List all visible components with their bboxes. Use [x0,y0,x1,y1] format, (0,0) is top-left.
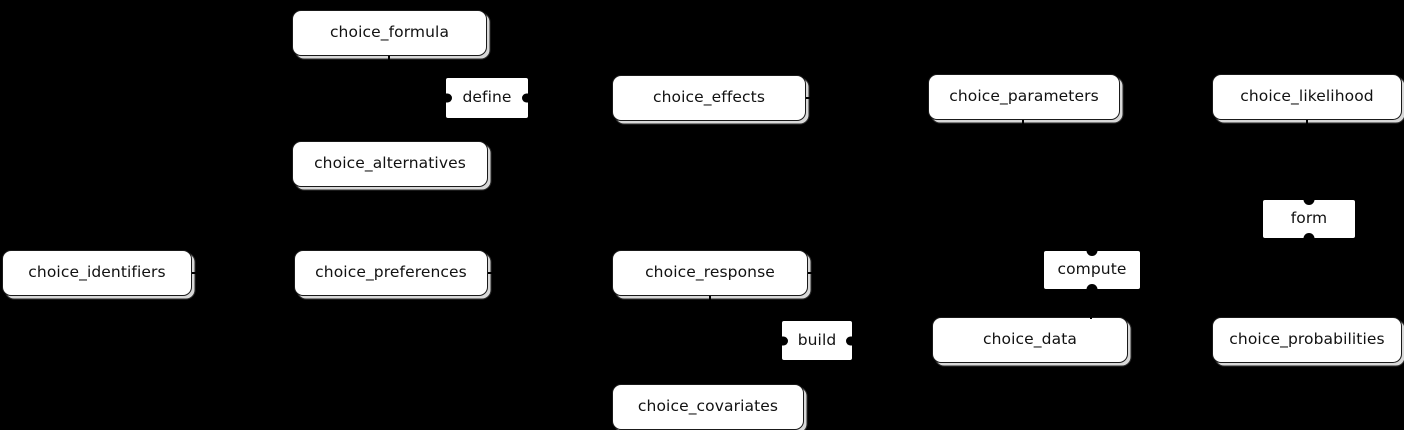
edge-connector [388,56,390,141]
edge-connector [709,360,711,384]
node-label: choice_alternatives [314,154,466,173]
node-choice_effects[interactable]: choice_effects [612,75,806,121]
edge-notch-right-icon [522,93,529,103]
edge-label-text: build [797,330,837,349]
node-label: choice_formula [329,23,450,42]
node-choice_parameters[interactable]: choice_parameters [928,74,1120,120]
edge-notch-right-icon [846,336,853,345]
edge-label-text: define [462,88,512,107]
node-label: choice_data [983,330,1077,349]
node-choice_probabilities[interactable]: choice_probabilities [1212,317,1402,363]
edge-connector [1306,120,1308,200]
edge-notch-bottom-icon [1086,284,1098,290]
edge-connector [709,296,711,321]
node-label: choice_effects [652,88,765,107]
node-label: choice_preferences [315,263,467,282]
node-choice_likelihood[interactable]: choice_likelihood [1212,74,1402,120]
edge-connector [192,272,294,274]
node-choice_preferences[interactable]: choice_preferences [294,250,488,296]
node-label: choice_response [645,263,775,282]
edge-notch-left-icon [781,336,788,345]
edge-label-build[interactable]: build [781,321,853,360]
node-choice_covariates[interactable]: choice_covariates [612,384,804,430]
edge-label-text: form [1290,209,1328,228]
edge-notch-left-icon [445,93,452,103]
edge-connector [528,97,612,99]
edge-connector [1090,289,1092,319]
edge-connector [806,97,928,99]
edge-connector [389,95,449,97]
node-label: choice_identifiers [28,263,166,282]
edge-label-form[interactable]: form [1263,199,1355,239]
edge-connector [488,272,612,274]
edge-notch-top-icon [1086,250,1098,256]
edge-notch-top-icon [1303,199,1315,205]
node-label: choice_parameters [949,87,1099,106]
edge-label-text: compute [1057,260,1127,279]
node-label: choice_covariates [637,397,779,416]
node-label: choice_probabilities [1229,330,1385,349]
edge-connector [808,272,932,274]
edge-label-compute[interactable]: compute [1044,250,1140,290]
edge-connector [1022,120,1024,251]
edge-notch-bottom-icon [1303,233,1315,239]
node-choice_data[interactable]: choice_data [932,317,1128,363]
node-choice_identifiers[interactable]: choice_identifiers [2,250,192,296]
node-choice_formula[interactable]: choice_formula [292,10,487,56]
edge-label-define[interactable]: define [445,78,529,118]
node-label: choice_likelihood [1240,87,1374,106]
node-choice_alternatives[interactable]: choice_alternatives [292,141,488,187]
node-choice_response[interactable]: choice_response [612,250,808,296]
edge-connector [1307,238,1309,317]
